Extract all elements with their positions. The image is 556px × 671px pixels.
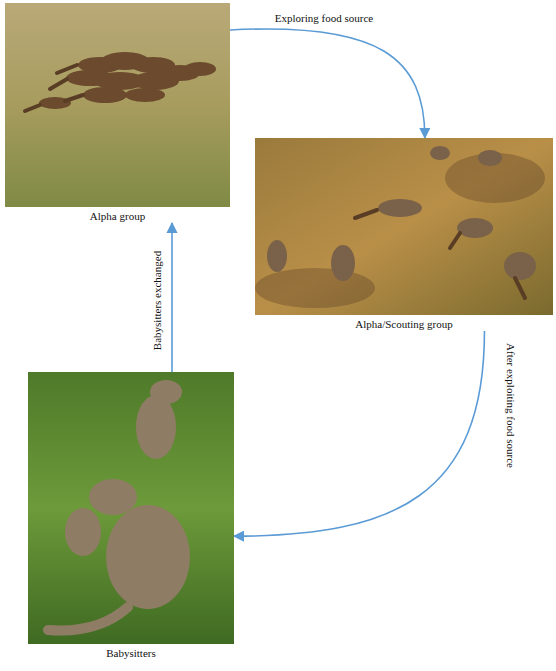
flow-arrow <box>234 331 484 536</box>
photo-caption: Alpha/Scouting group <box>255 318 553 330</box>
flow-arrow <box>171 223 173 372</box>
photo-node: Babysitters <box>28 372 234 660</box>
edge-label: Exploring food source <box>273 12 375 25</box>
flow-arrow <box>230 29 425 138</box>
edge-label: Babysitters exchanged <box>152 248 165 351</box>
mongoose-photo <box>255 138 553 315</box>
mongoose-photo <box>5 3 230 207</box>
photo-node: Alpha/Scouting group <box>255 138 553 331</box>
mongoose-photo <box>28 372 234 644</box>
edge-label: After exploiting food source <box>504 341 517 470</box>
photo-caption: Babysitters <box>28 647 234 659</box>
photo-node: Alpha group <box>5 3 230 223</box>
photo-caption: Alpha group <box>5 210 230 222</box>
